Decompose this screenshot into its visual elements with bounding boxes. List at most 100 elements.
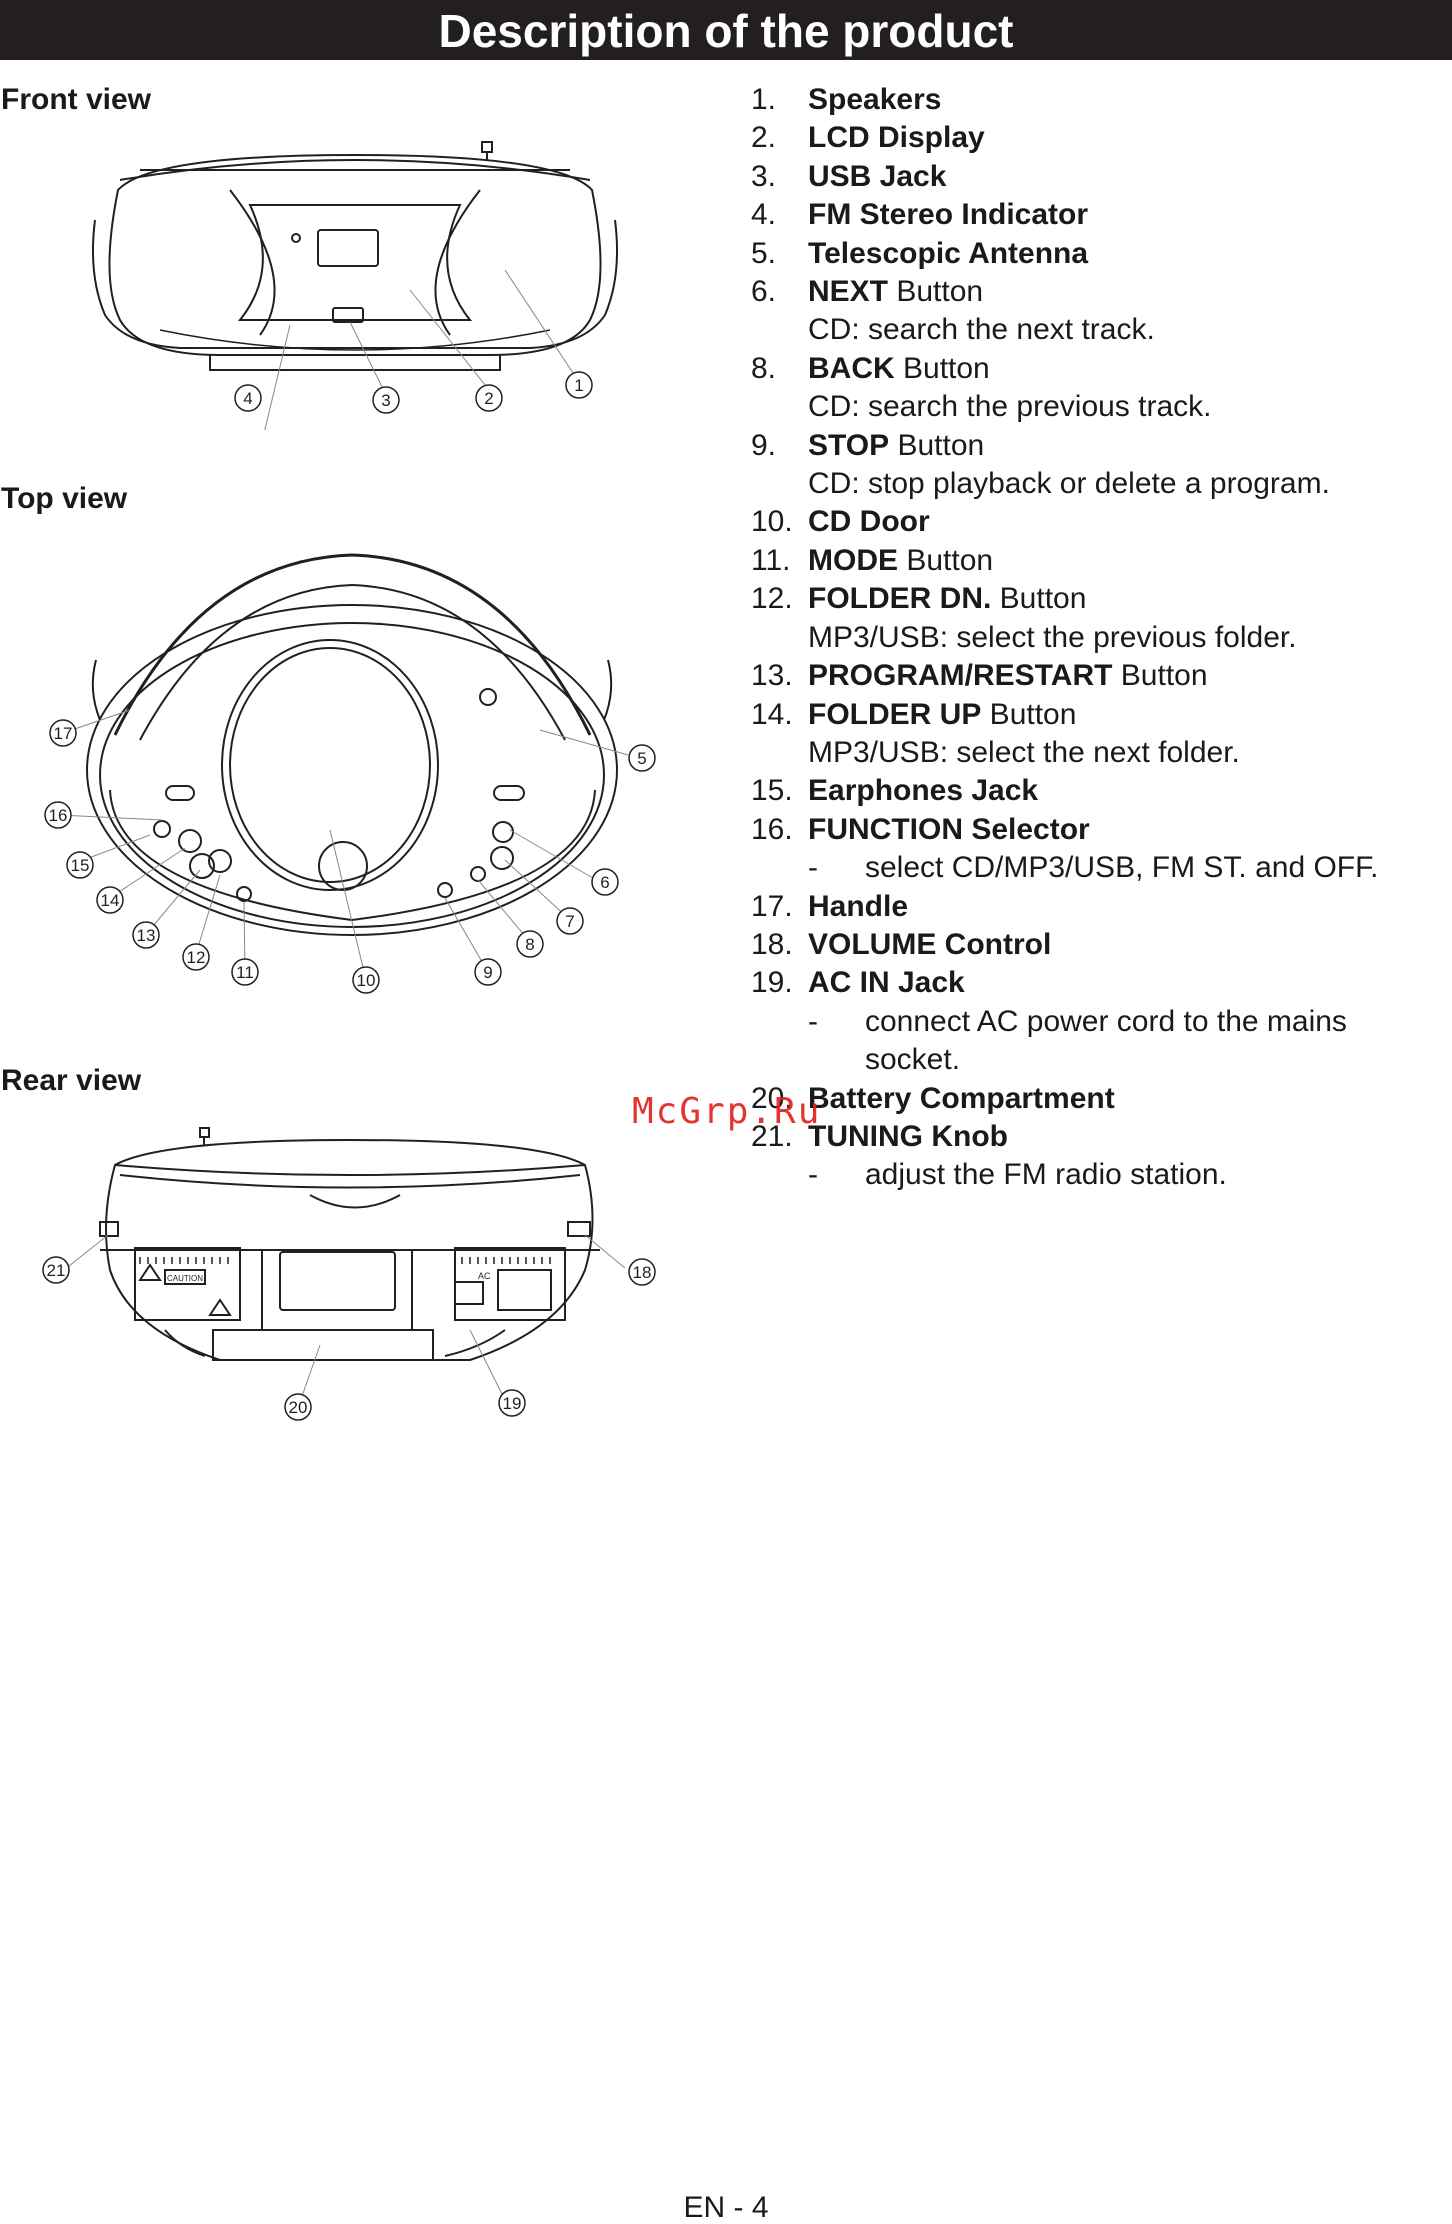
item-text: Battery Compartment (808, 1080, 1115, 1118)
item-number: 20. (751, 1081, 793, 1115)
list-item: 5. Telescopic Antenna (751, 235, 1441, 273)
callout-number: 14 (101, 891, 120, 910)
item-number: 19. (751, 966, 793, 1000)
list-item: 2.LCD Display (751, 119, 1441, 157)
item-suffix: Button (1112, 659, 1208, 693)
list-item: 10.CD Door (751, 503, 1441, 541)
list-item: 20. Battery Compartment (751, 1080, 1441, 1118)
item-description: CD: stop playback or delete a program. (808, 467, 1330, 501)
callout-number: 12 (187, 948, 206, 967)
item-number: 17. (751, 889, 793, 923)
callout-circle (628, 1258, 656, 1286)
callout-circle (49, 719, 77, 747)
item-number: 4. (751, 198, 777, 232)
list-item: 3. USB Jack (751, 158, 1441, 196)
item-text: Earphones Jack (808, 772, 1038, 810)
item-text: MODE Button (808, 542, 993, 580)
item-name: Telescopic Antenna (808, 236, 1089, 270)
ac-label: AC (478, 1271, 491, 1281)
item-suffix: Button (991, 582, 1087, 616)
item-note: -select CD/MP3/USB, FM ST. and OFF. (751, 849, 1441, 887)
item-description: CD: search the next track. (808, 313, 1155, 347)
item-suffix: Button (981, 697, 1077, 731)
callout-circle (352, 966, 380, 994)
item-number: 1. (751, 83, 777, 116)
callout-circle (628, 744, 656, 772)
item-description: CD: search the previous track. (808, 390, 1212, 424)
item-number: 14. (751, 697, 793, 731)
callout-number: 15 (71, 856, 90, 875)
list-item: 4. FM Stereo Indicator (751, 196, 1441, 234)
callout-circle (565, 371, 593, 399)
item-name: FUNCTION Selector (808, 812, 1090, 846)
item-text: FUNCTION Selector (808, 811, 1090, 849)
item-name: LCD Display (808, 121, 985, 155)
item-number: 5. (751, 236, 777, 270)
item-text: PROGRAM/RESTART Button (808, 657, 1208, 695)
item-text: CD Door (808, 503, 930, 541)
item-note-text: adjust the FM radio station. (865, 1158, 1227, 1192)
item-text: USB Jack (808, 158, 946, 196)
list-item: 11. MODE Button (751, 542, 1441, 580)
item-name: Battery Compartment (808, 1081, 1115, 1115)
callout-circle (234, 384, 262, 412)
item-description: MP3/USB: select the previous folder. (808, 620, 1297, 654)
page-title: Description of the product (0, 0, 1452, 60)
callout-circle (182, 943, 210, 971)
top-view-label: Top view (1, 482, 128, 515)
dash-bullet: - (808, 851, 818, 885)
page-number: EN - 4 (683, 2191, 769, 2224)
callout-number: 8 (525, 935, 534, 954)
list-item: 19. AC IN Jack (751, 964, 1441, 1002)
item-number: 12. (751, 582, 793, 616)
callout-number: 19 (503, 1394, 522, 1413)
item-name: AC IN Jack (808, 966, 965, 1000)
item-text: Speakers (808, 81, 941, 119)
item-number: 21. (751, 1119, 793, 1153)
callout-number: 13 (137, 926, 156, 945)
item-text: FM Stereo Indicator (808, 196, 1088, 234)
item-note-text: connect AC power cord to the mains socke… (865, 1004, 1347, 1077)
callout-circle (96, 886, 124, 914)
callout-number: 9 (483, 963, 492, 982)
callout-number: 3 (381, 391, 390, 410)
item-text: NEXT Button (808, 273, 983, 311)
item-name: Earphones Jack (808, 774, 1039, 808)
item-text: VOLUME Control (808, 926, 1051, 964)
item-name: CD Door (808, 505, 930, 539)
item-text: BACK Button (808, 350, 990, 388)
callout-circle (372, 386, 400, 414)
item-name: FM Stereo Indicator (808, 198, 1089, 232)
item-name: USB Jack (808, 159, 947, 193)
callout-circle (475, 384, 503, 412)
item-suffix: Button (894, 351, 990, 385)
callout-number: 11 (236, 963, 254, 982)
item-name: FOLDER UP (808, 697, 982, 731)
item-text: TUNING Knob (808, 1118, 1008, 1156)
dash-bullet: - (808, 1158, 818, 1192)
item-number: 11. (751, 543, 791, 577)
list-item: 15.Earphones Jack (751, 772, 1441, 810)
item-name: VOLUME Control (808, 927, 1052, 961)
item-note: -connect AC power cord to the mains sock… (751, 1003, 1441, 1080)
item-number: 16. (751, 812, 793, 846)
item-name: PROGRAM/RESTART (808, 659, 1113, 693)
callout-circle (556, 907, 584, 935)
list-item: 17. Handle (751, 888, 1441, 926)
callout-circle (44, 801, 72, 829)
item-description: MP3/USB: select the next folder. (808, 735, 1240, 769)
rear-view-label: Rear view (1, 1064, 142, 1097)
item-name: NEXT (808, 275, 889, 309)
callout-circle (231, 958, 259, 986)
list-item: 12. FOLDER DN. Button (751, 580, 1441, 618)
item-text: FOLDER DN. Button (808, 580, 1086, 618)
callout-circle (284, 1393, 312, 1421)
list-item: 8.BACK Button (751, 350, 1441, 388)
callout-number: 18 (633, 1263, 652, 1282)
item-name: MODE (808, 543, 898, 577)
item-text: Handle (808, 888, 908, 926)
item-number: 3. (751, 159, 777, 193)
